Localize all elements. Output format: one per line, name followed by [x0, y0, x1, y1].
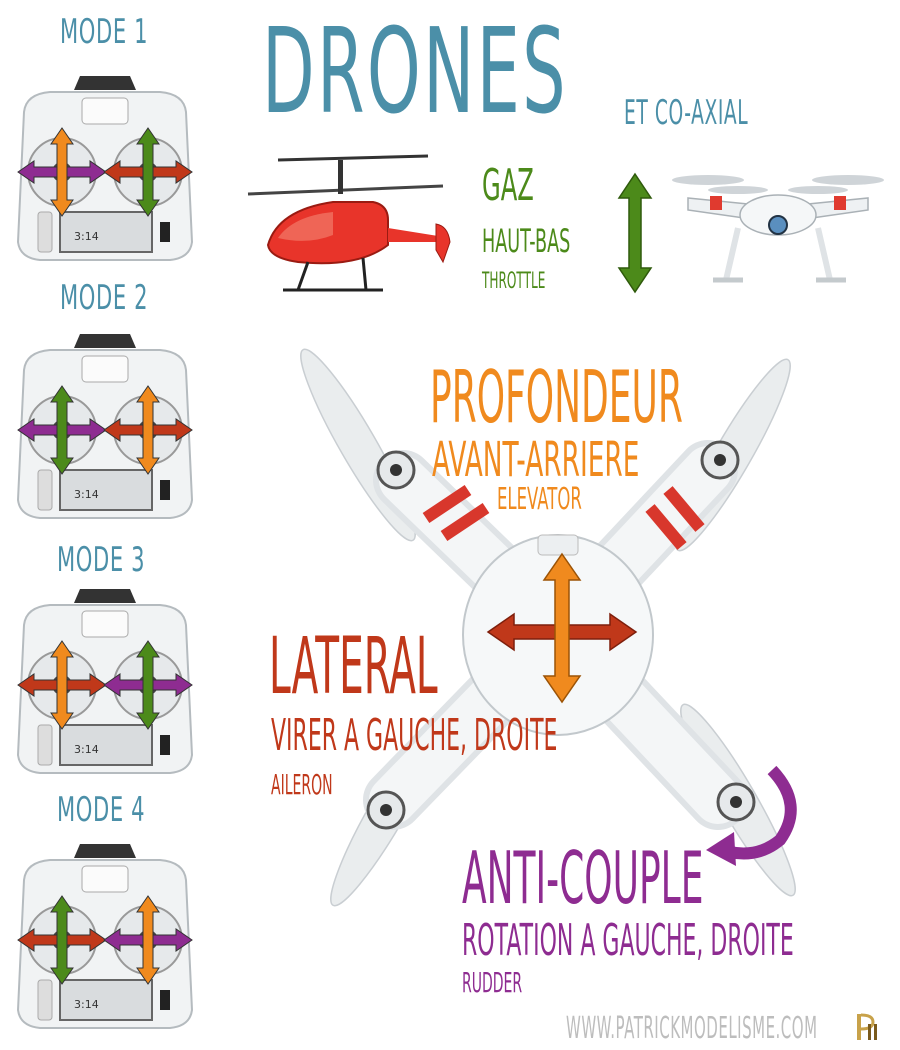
gaz-english: THROTTLE [482, 269, 546, 294]
gaz-subtitle: HAUT-BAS [482, 222, 571, 260]
small-drone-image [672, 175, 884, 283]
remote-controller-icon: 3:14 [16, 334, 194, 519]
anticouple-subtitle: ROTATION A GAUCHE, DROITE [462, 915, 794, 966]
helicopter-image [247, 154, 451, 292]
main-subtitle: ET CO-AXIAL [624, 93, 749, 133]
mode-3-title: MODE 3 [57, 540, 146, 580]
stick-arrow-vertical-icon [136, 127, 160, 217]
lateral-title: LATERAL [269, 622, 438, 712]
remote-mode-1: 3:14 [10, 72, 200, 262]
lateral-english: AILERON [271, 768, 333, 801]
stick-arrow-vertical-icon [50, 640, 74, 730]
stick-arrow-vertical-icon [136, 895, 160, 985]
rudder-rotation-icon [706, 765, 797, 866]
svg-text:3:14: 3:14 [74, 998, 99, 1011]
gaz-title: GAZ [482, 160, 534, 211]
remote-mode-2: 3:14 [10, 330, 200, 520]
mode-4-title: MODE 4 [57, 790, 146, 830]
stick-arrow-vertical-icon [50, 127, 74, 217]
svg-text:3:14: 3:14 [74, 488, 99, 501]
stick-arrow-vertical-icon [50, 895, 74, 985]
profondeur-english: ELEVATOR [497, 482, 582, 517]
remote-mode-3: 3:14 [10, 585, 200, 775]
anticouple-title: ANTI-COUPLE [462, 836, 704, 920]
lateral-subtitle: VIRER A GAUCHE, DROITE [271, 710, 558, 761]
svg-text:3:14: 3:14 [74, 743, 99, 756]
logo-icon [857, 1013, 877, 1040]
stick-arrow-vertical-icon [136, 640, 160, 730]
throttle-arrow-icon [617, 172, 653, 294]
remote-controller-icon: 3:14 [16, 844, 194, 1029]
aileron-elevator-cross-icon [486, 552, 638, 704]
remote-controller-icon: 3:14 [16, 76, 194, 261]
mode-1-title: MODE 1 [60, 12, 149, 52]
anticouple-english: RUDDER [462, 966, 523, 999]
remote-mode-4: 3:14 [10, 840, 200, 1030]
main-title: DRONES [262, 2, 568, 140]
mode-2-title: MODE 2 [60, 278, 149, 318]
website-url: WWW.PATRICKMODELISME.COM [566, 1011, 818, 1046]
profondeur-title: PROFONDEUR [430, 355, 683, 439]
stick-arrow-vertical-icon [136, 385, 160, 475]
svg-text:3:14: 3:14 [74, 230, 99, 243]
large-drone-image [300, 348, 796, 907]
profondeur-subtitle: AVANT-ARRIERE [432, 432, 640, 488]
stick-arrow-vertical-icon [50, 385, 74, 475]
remote-controller-icon: 3:14 [16, 589, 194, 774]
